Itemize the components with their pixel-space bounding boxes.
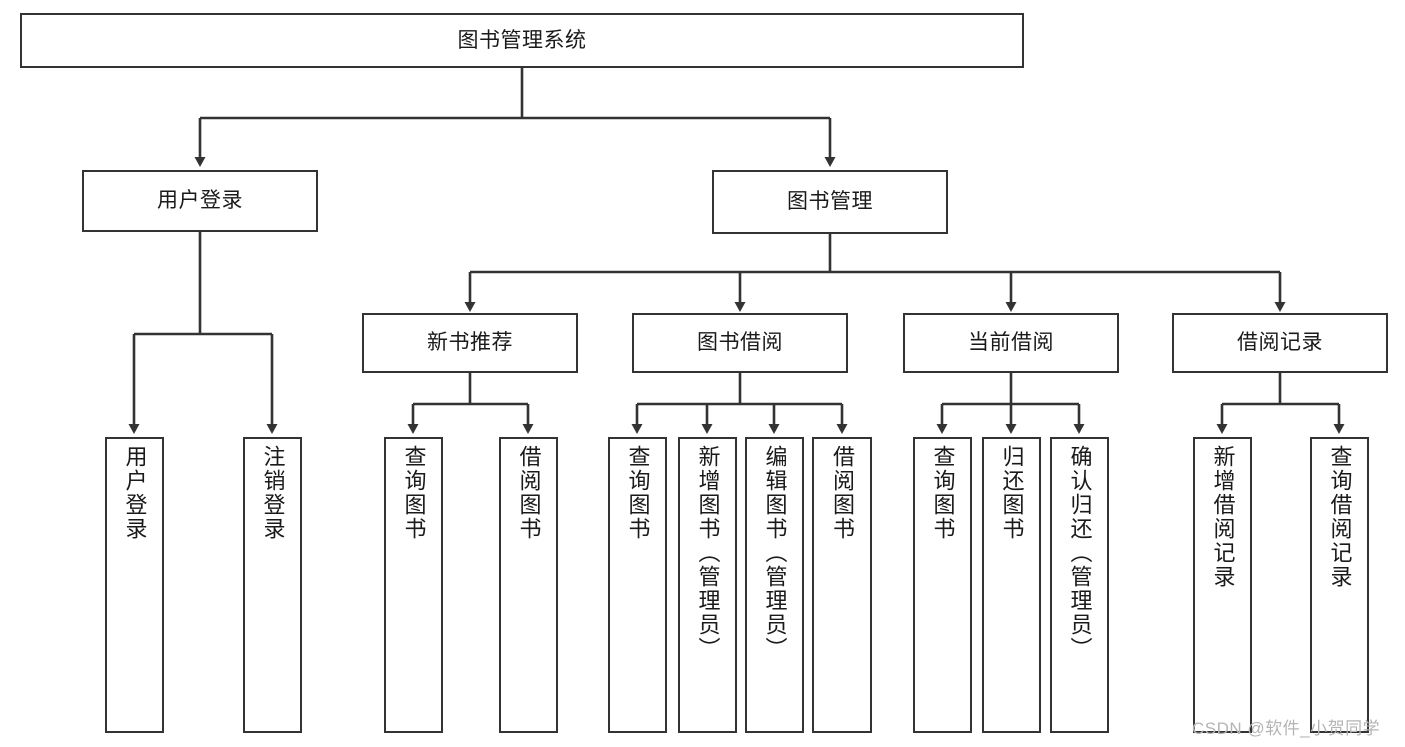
node-label: 借阅图书 [830,445,855,541]
node-leaf-logout[interactable]: 注销登录 [243,437,302,733]
node-label: 图书管理 [787,190,873,214]
node-leaf-return-book[interactable]: 归还图书 [982,437,1041,733]
node-label: 当前借阅 [968,331,1054,355]
node-label: 注销登录 [260,445,286,541]
node-label: 借阅图书 [516,445,542,541]
node-label: 编辑图书（管理员） [762,445,788,661]
node-current-borrow[interactable]: 当前借阅 [903,313,1119,373]
node-leaf-borrow-book[interactable]: 借阅图书 [812,437,872,733]
node-leaf-query-book-current[interactable]: 查询图书 [913,437,972,733]
node-label: 图书管理系统 [457,28,587,52]
node-label: 归还图书 [999,445,1025,541]
watermark: CSDN @软件_小贺同学 [1192,719,1381,738]
node-leaf-edit-book-admin[interactable]: 编辑图书（管理员） [745,437,804,733]
node-root-system[interactable]: 图书管理系统 [20,13,1024,68]
node-label: 新增借阅记录 [1210,445,1236,589]
node-user-login[interactable]: 用户登录 [82,170,318,232]
node-borrow-record[interactable]: 借阅记录 [1172,313,1388,373]
node-label: 借阅记录 [1237,331,1323,355]
node-label: 确认归还（管理员） [1067,445,1093,661]
node-leaf-confirm-return-admin[interactable]: 确认归还（管理员） [1050,437,1109,733]
node-label: 查询图书 [401,445,427,541]
node-leaf-borrow-book-recommend[interactable]: 借阅图书 [499,437,558,733]
node-label: 用户登录 [122,445,148,541]
node-book-management[interactable]: 图书管理 [712,170,948,234]
node-new-book-recommend[interactable]: 新书推荐 [362,313,578,373]
node-label: 图书借阅 [697,331,783,355]
node-label: 查询图书 [930,445,956,541]
node-label: 查询图书 [625,445,651,541]
node-leaf-query-book-borrow[interactable]: 查询图书 [608,437,667,733]
node-label: 新增图书（管理员） [695,445,721,661]
node-leaf-query-borrow-record[interactable]: 查询借阅记录 [1310,437,1369,733]
node-leaf-add-borrow-record[interactable]: 新增借阅记录 [1193,437,1252,733]
node-leaf-query-book-recommend[interactable]: 查询图书 [384,437,443,733]
node-leaf-add-book-admin[interactable]: 新增图书（管理员） [678,437,737,733]
node-label: 新书推荐 [427,331,513,355]
node-label: 用户登录 [157,189,243,213]
node-label: 查询借阅记录 [1327,445,1353,589]
node-leaf-user-login[interactable]: 用户登录 [105,437,164,733]
node-book-borrow[interactable]: 图书借阅 [632,313,848,373]
